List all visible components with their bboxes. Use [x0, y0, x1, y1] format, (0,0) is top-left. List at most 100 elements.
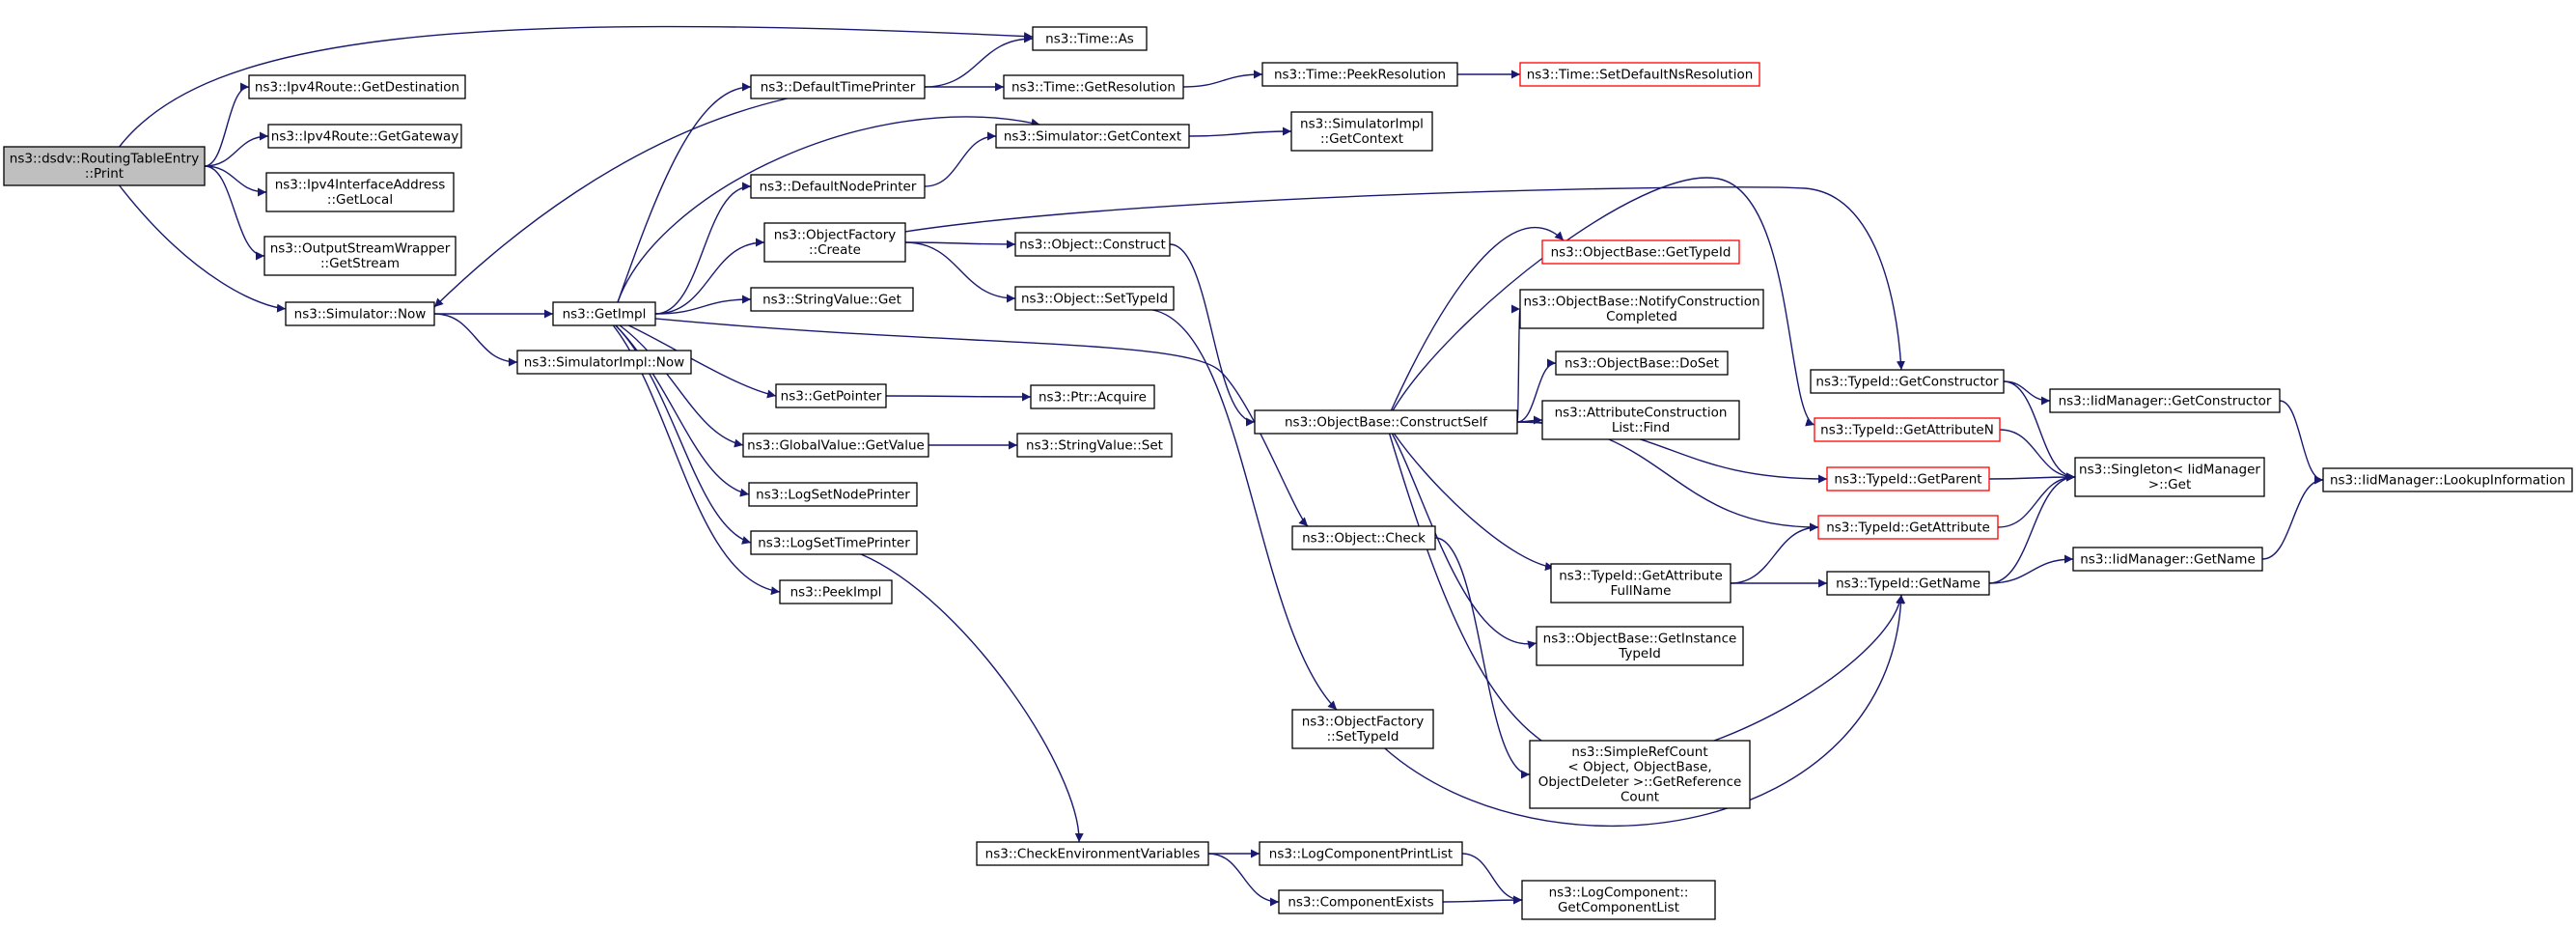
node-box [1291, 525, 1436, 550]
node-simulator-now[interactable]: ns3::Simulator::Now [285, 301, 435, 326]
node-box [1529, 740, 1751, 809]
node-label: ns3::Singleton< IidManager [2079, 463, 2260, 478]
node-outputstreamwrapper-getstream[interactable]: ns3::OutputStreamWrapper::GetStream [263, 236, 457, 276]
node-box [1014, 286, 1175, 311]
node-object-check[interactable]: ns3::Object::Check [1291, 525, 1436, 550]
node-time-getresolution[interactable]: ns3::Time::GetResolution [1003, 74, 1184, 99]
node-box [1290, 111, 1433, 152]
edge-getpointer-to-ptr-acquire [885, 392, 1032, 402]
node-simulatorimpl-now[interactable]: ns3::SimulatorImpl::Now [516, 350, 692, 375]
node-defaulttimeprinter[interactable]: ns3::DefaultTimePrinter [750, 74, 926, 99]
edge-simulator-getcontext-to-simulatorimpl-getcontext [1188, 126, 1292, 137]
node-iidmanager-getname[interactable]: ns3::IidManager::GetName [2072, 547, 2263, 572]
node-label: ns3::DefaultTimePrinter [761, 79, 916, 95]
node-ipv4interfaceaddress-getlocal[interactable]: ns3::Ipv4InterfaceAddress::GetLocal [265, 172, 455, 212]
node-typeid-getparent[interactable]: ns3::TypeId::GetParent [1826, 466, 1990, 492]
node-root[interactable]: ns3::dsdv::RoutingTableEntry::Print [3, 146, 206, 186]
node-iidmanager-lookupinformation[interactable]: ns3::IidManager::LookupInformation [2322, 467, 2573, 492]
node-label: ns3::StringValue::Set [1026, 437, 1163, 453]
node-box [1016, 433, 1173, 458]
node-time-as[interactable]: ns3::Time::As [1032, 26, 1148, 51]
node-objectbase-constructself[interactable]: ns3::ObjectBase::ConstructSelf [1254, 409, 1518, 435]
node-label: ns3::IidManager::GetName [2080, 551, 2256, 567]
node-ipv4route-getdestination[interactable]: ns3::Ipv4Route::GetDestination [248, 74, 466, 99]
edge-typeid-getconstructor-to-singleton-get [2003, 380, 2076, 482]
node-globalvalue-getvalue[interactable]: ns3::GlobalValue::GetValue [742, 433, 929, 458]
node-label: ns3::Object::Check [1302, 530, 1426, 546]
edge-objectbase-constructself-to-typeid-getattributefullname [1393, 433, 1555, 572]
node-label: ns3::GetImpl [563, 306, 647, 322]
node-box [1817, 515, 1999, 540]
node-time-peekresolution[interactable]: ns3::Time::PeekResolution [1261, 62, 1458, 87]
node-box [995, 124, 1190, 149]
node-object-construct[interactable]: ns3::Object::Construct [1014, 232, 1171, 257]
edge-object-construct-to-objectbase-constructself [1169, 243, 1256, 427]
node-objectfactory-create[interactable]: ns3::ObjectFactory::Create [763, 222, 906, 263]
node-logcomponentprintlist[interactable]: ns3::LogComponentPrintList [1259, 841, 1463, 866]
node-ptr-acquire[interactable]: ns3::Ptr::Acquire [1030, 384, 1155, 409]
node-box [2322, 467, 2573, 492]
node-box [742, 433, 929, 458]
node-typeid-getattributen[interactable]: ns3::TypeId::GetAttributeN [1814, 417, 2001, 442]
node-box [285, 301, 435, 326]
node-box [763, 222, 906, 263]
node-box [1291, 709, 1434, 749]
node-box [265, 172, 455, 212]
node-label: ns3::Time::As [1045, 31, 1134, 46]
node-box [1261, 62, 1458, 87]
node-singleton-get[interactable]: ns3::Singleton< IidManager>::Get [2074, 457, 2265, 497]
node-label: ns3::Ptr::Acquire [1039, 389, 1147, 405]
node-objectbase-gettypeid[interactable]: ns3::ObjectBase::GetTypeId [1541, 239, 1740, 265]
node-simulatorimpl-getcontext[interactable]: ns3::SimulatorImpl::GetContext [1290, 111, 1433, 152]
edge-objectfactory-settypeid-to-typeid-getname [1384, 594, 1906, 828]
node-objectfactory-settypeid[interactable]: ns3::ObjectFactory::SetTypeId [1291, 709, 1434, 749]
node-simulator-getcontext[interactable]: ns3::Simulator::GetContext [995, 124, 1190, 149]
node-typeid-getconstructor[interactable]: ns3::TypeId::GetConstructor [1810, 369, 2005, 394]
node-box [1555, 351, 1729, 376]
node-box [750, 174, 926, 199]
edge-componentexists-to-logcomponent-getcomponentlist [1442, 895, 1523, 905]
edge-getimpl-to-object-check [654, 318, 1309, 527]
node-box [1519, 62, 1760, 87]
node-iidmanager-getconstructor[interactable]: ns3::IidManager::GetConstructor [2049, 388, 2281, 413]
edge-root-to-ipv4interfaceaddress-getlocal [204, 165, 267, 197]
node-logcomponent-getcomponentlist[interactable]: ns3::LogComponent::GetComponentList [1521, 880, 1716, 920]
node-logsettimeprinter[interactable]: ns3::LogSetTimePrinter [750, 530, 918, 555]
node-defaultnodeprinter[interactable]: ns3::DefaultNodePrinter [750, 174, 926, 199]
node-objectbase-notifyconstructioncompleted[interactable]: ns3::ObjectBase::NotifyConstructionCompl… [1519, 289, 1764, 329]
node-label: ns3::ObjectFactory [1302, 715, 1425, 730]
node-label: ns3::IidManager::GetConstructor [2059, 393, 2272, 408]
node-getpointer[interactable]: ns3::GetPointer [775, 383, 887, 408]
node-time-setdefaultnsresolution[interactable]: ns3::Time::SetDefaultNsResolution [1519, 62, 1760, 87]
node-componentexists[interactable]: ns3::ComponentExists [1278, 889, 1444, 914]
edge-objectbase-constructself-to-objectbase-doset [1516, 358, 1557, 423]
edge-objectbase-constructself-to-objectbase-gettypeid [1390, 226, 1565, 411]
node-checkenvironmentvariables[interactable]: ns3::CheckEnvironmentVariables [976, 841, 1209, 866]
node-label: ns3::LogSetNodePrinter [756, 487, 910, 502]
node-stringvalue-set[interactable]: ns3::StringValue::Set [1016, 433, 1173, 458]
node-objectbase-doset[interactable]: ns3::ObjectBase::DoSet [1555, 351, 1729, 376]
node-logsetnodeprinter[interactable]: ns3::LogSetNodePrinter [748, 482, 918, 507]
node-ipv4route-getgateway[interactable]: ns3::Ipv4Route::GetGateway [267, 124, 462, 149]
node-label: Completed [1606, 309, 1677, 324]
node-simplerefcount-getreferencecount[interactable]: ns3::SimpleRefCount< Object, ObjectBase,… [1529, 740, 1751, 809]
node-typeid-getattribute[interactable]: ns3::TypeId::GetAttribute [1817, 515, 1999, 540]
node-stringvalue-get[interactable]: ns3::StringValue::Get [750, 287, 914, 312]
node-label: ns3::LogComponent:: [1549, 885, 1689, 901]
edge-object-settypeid-to-objectfactory-settypeid [1152, 309, 1338, 711]
edge-getimpl-to-globalvalue-getvalue [619, 324, 744, 448]
node-box [1810, 369, 2005, 394]
edge-getimpl-to-stringvalue-get [654, 295, 752, 315]
node-box [1014, 232, 1171, 257]
node-box [976, 841, 1209, 866]
node-object-settypeid[interactable]: ns3::Object::SetTypeId [1014, 286, 1175, 311]
node-getimpl[interactable]: ns3::GetImpl [552, 301, 656, 326]
node-peekimpl[interactable]: ns3::PeekImpl [779, 579, 893, 604]
edge-getimpl-to-defaulttimeprinter [617, 82, 752, 303]
node-typeid-getname[interactable]: ns3::TypeId::GetName [1826, 571, 1990, 596]
edge-getimpl-to-simulator-getcontext [617, 116, 1040, 303]
